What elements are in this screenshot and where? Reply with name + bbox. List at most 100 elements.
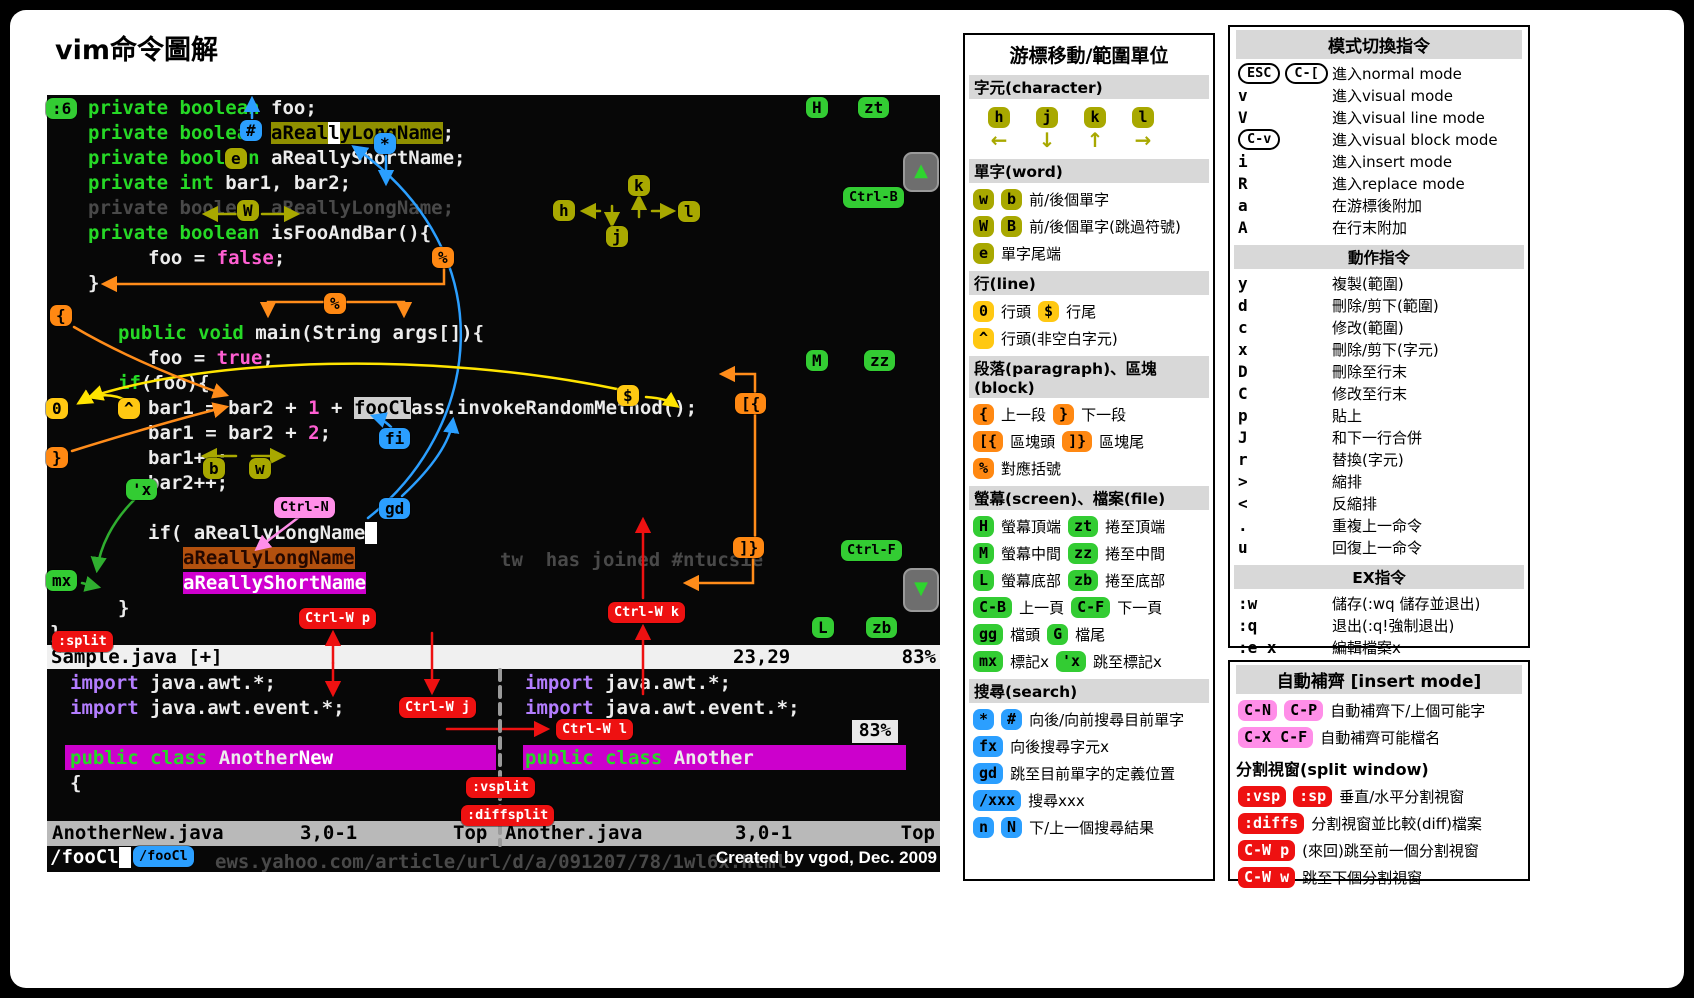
key-w: W — [973, 216, 995, 237]
key-mx: mx — [973, 651, 1004, 672]
statusbar-sample: Sample.java [+] 23,29 83% — [47, 645, 940, 669]
right-split-percent-badge: 83% — [852, 720, 898, 743]
key-description: 螢幕中間 — [1001, 545, 1062, 563]
section-header: 螢幕(screen)、檔案(file) — [969, 486, 1209, 510]
code-seg-imp: import — [525, 672, 594, 694]
direction-arrow-icon: → — [1134, 128, 1152, 152]
code-line: private boolean aReallyShortName; — [88, 147, 466, 170]
badge-zb: zb — [866, 617, 898, 638]
section-header: 搜尋(search) — [969, 679, 1209, 703]
key-description: 向後搜尋字元x — [1010, 738, 1109, 756]
command-keys: d — [1238, 296, 1332, 315]
badge-k: k — [628, 175, 650, 196]
code-seg-pl: isFooAndBar(){ — [259, 222, 432, 244]
code-seg-num: 2 — [308, 422, 320, 444]
hjkl-col: j↓ — [1029, 107, 1065, 152]
key-e-x: :e x — [1238, 638, 1277, 657]
motion-panel-title: 游標移動/範圍單位 — [1009, 45, 1169, 67]
command-description: 儲存(:wq 儲存並退出) — [1332, 595, 1481, 613]
code-seg-ghost: private boolean aReallyLongName; — [88, 197, 455, 219]
badge-0: 0 — [46, 398, 68, 419]
panel-row: ^行頭(非空白字元) — [973, 328, 1205, 349]
command-keys: c — [1238, 318, 1332, 337]
command-keys: u — [1238, 538, 1332, 557]
code-seg-pl: bar1, bar2; — [213, 172, 352, 194]
key-description: 捲至底部 — [1105, 572, 1166, 590]
panel-row: /xxx 搜尋xxx — [973, 790, 1205, 811]
command-description: 修改(範圍) — [1332, 319, 1404, 337]
command-keys: v — [1238, 86, 1332, 105]
code-seg-pl: } — [118, 597, 130, 619]
code-seg-kw: public class — [525, 747, 663, 769]
code-seg-pl: ; — [319, 422, 332, 444]
code-seg-pl: ; — [273, 247, 286, 269]
key-xxx: /xxx — [973, 790, 1022, 811]
key-sym: { — [973, 404, 995, 425]
badge-w: w — [249, 458, 271, 479]
key-v: V — [1238, 108, 1248, 127]
key-sym: ]} — [1062, 431, 1093, 452]
badge-ctrl-b: Ctrl-B — [843, 187, 904, 208]
command-description: 編輯檔案x — [1332, 639, 1401, 657]
key-w: :w — [1238, 594, 1258, 613]
code-line: private boolean aReallyLongName; — [88, 122, 454, 145]
key-diffs: :diffs — [1238, 813, 1305, 834]
command-description: 反縮排 — [1332, 495, 1378, 513]
command-description: 回復上一命令 — [1332, 539, 1423, 557]
direction-arrow-icon: ← — [990, 128, 1008, 152]
key-r: R — [1238, 174, 1248, 193]
key-c-f: C-F — [1071, 597, 1111, 618]
code-seg-pl: java.awt.*; — [593, 672, 731, 694]
command-keys: a — [1238, 196, 1332, 215]
command-description: 和下一行合併 — [1332, 429, 1423, 447]
statusbar-splits: AnotherNew.java 3,0-1 Top Another.java 3… — [47, 821, 940, 846]
command-description: 刪除/剪下(字元) — [1332, 341, 1439, 359]
key-description: 區塊頭 — [1010, 433, 1056, 451]
direction-arrow-icon: ↓ — [1038, 128, 1056, 152]
code-line: private boolean foo; — [88, 97, 317, 120]
code-line: if(foo){ — [118, 372, 210, 395]
key-description: 跳至下個分割視窗 — [1302, 869, 1423, 887]
badge-zt: zt — [858, 97, 890, 118]
page-title: vim命令圖解 — [55, 35, 218, 66]
command-keys: r — [1238, 450, 1332, 469]
badge-zz: zz — [864, 350, 896, 371]
left-split-cursorpos: 3,0-1 — [300, 822, 358, 844]
command-keys: :q — [1238, 616, 1332, 635]
search-command-line: /fooCl — [50, 846, 119, 868]
left-split-filename: AnotherNew.java — [52, 822, 224, 844]
badge-vsplit: :vsplit — [466, 777, 535, 798]
code-line: aReallyLongName — [183, 547, 355, 570]
key-description: 標記x — [1010, 653, 1049, 671]
badge-sym: { — [50, 305, 72, 326]
key-c-w-w: C-W w — [1238, 867, 1296, 888]
key-k: k — [1084, 107, 1106, 128]
code-seg-pl: ; — [442, 122, 455, 144]
badge-diffsplit: :diffsplit — [461, 805, 555, 826]
code-line: public class Another — [525, 747, 754, 770]
key-d: D — [1238, 362, 1248, 381]
key-description: 搜尋xxx — [1028, 792, 1085, 810]
key-description: 螢幕頂端 — [1001, 518, 1062, 536]
key-description: 前/後個單字(跳過符號) — [1029, 218, 1181, 236]
badge-j: j — [606, 226, 628, 247]
badge-w: W — [237, 200, 259, 221]
command-description: 進入visual line mode — [1332, 109, 1485, 127]
key-c-x-c-f: C-X C-F — [1238, 727, 1314, 748]
section-header: EX指令 — [1234, 565, 1524, 589]
code-line: { — [70, 772, 81, 795]
key-description: 上一段 — [1001, 406, 1047, 424]
right-split-cursorpos: 3,0-1 — [735, 822, 793, 844]
command-keys: < — [1238, 494, 1332, 513]
